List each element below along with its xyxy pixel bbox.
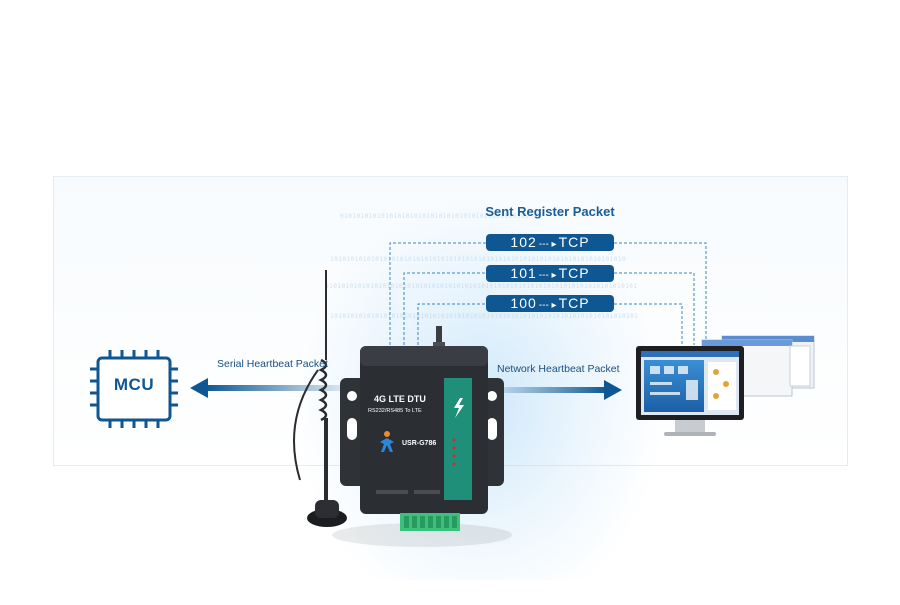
packet-pill-100: 100--- ▸TCP — [486, 295, 614, 312]
network-heartbeat-label: Network Heartbeat Packet — [497, 363, 620, 375]
computer-monitor-icon — [636, 335, 815, 436]
packet-arrow: --- ▸ — [538, 270, 557, 281]
packet-pill-101: 101--- ▸TCP — [486, 265, 614, 282]
packet-id: 101 — [510, 265, 537, 281]
antenna-icon — [293, 270, 347, 527]
packet-pill-102: 102--- ▸TCP — [486, 234, 614, 251]
route-line-102 — [389, 242, 707, 345]
packet-protocol: TCP — [558, 265, 590, 281]
binary-stream-decoration: 0101010101010101010101010101010101010101… — [325, 283, 638, 290]
dtu-device — [332, 326, 512, 547]
network-heartbeat-arrow — [495, 380, 622, 400]
route-line-100 — [417, 303, 683, 345]
binary-stream-decoration: 0101010101010101010101010101010101010101… — [340, 213, 530, 220]
packet-id: 100 — [510, 295, 537, 311]
brand-logo-icon — [380, 431, 394, 452]
binary-stream-decoration: 1010101010101010101010101010101010101010… — [330, 313, 639, 320]
sent-register-packet-label: Sent Register Packet — [485, 204, 615, 219]
route-line-101 — [403, 272, 695, 345]
packet-arrow: --- ▸ — [538, 300, 557, 311]
mcu-chip-icon — [90, 350, 178, 428]
packet-protocol: TCP — [558, 295, 590, 311]
binary-stream-decoration: 1010101010101010101010101010101010101010… — [330, 256, 627, 263]
packet-arrow: --- ▸ — [538, 239, 557, 250]
mcu-label: MCU — [113, 375, 155, 394]
device-model: USR-G786 — [402, 440, 437, 447]
serial-heartbeat-arrow — [190, 378, 345, 398]
packet-id: 102 — [510, 234, 537, 250]
serial-heartbeat-label: Serial Heartbeat Packet — [217, 358, 328, 370]
packet-protocol: TCP — [558, 234, 590, 250]
device-title: 4G LTE DTU — [374, 394, 426, 404]
device-subtitle: RS232/RS485 To LTE — [368, 408, 422, 414]
